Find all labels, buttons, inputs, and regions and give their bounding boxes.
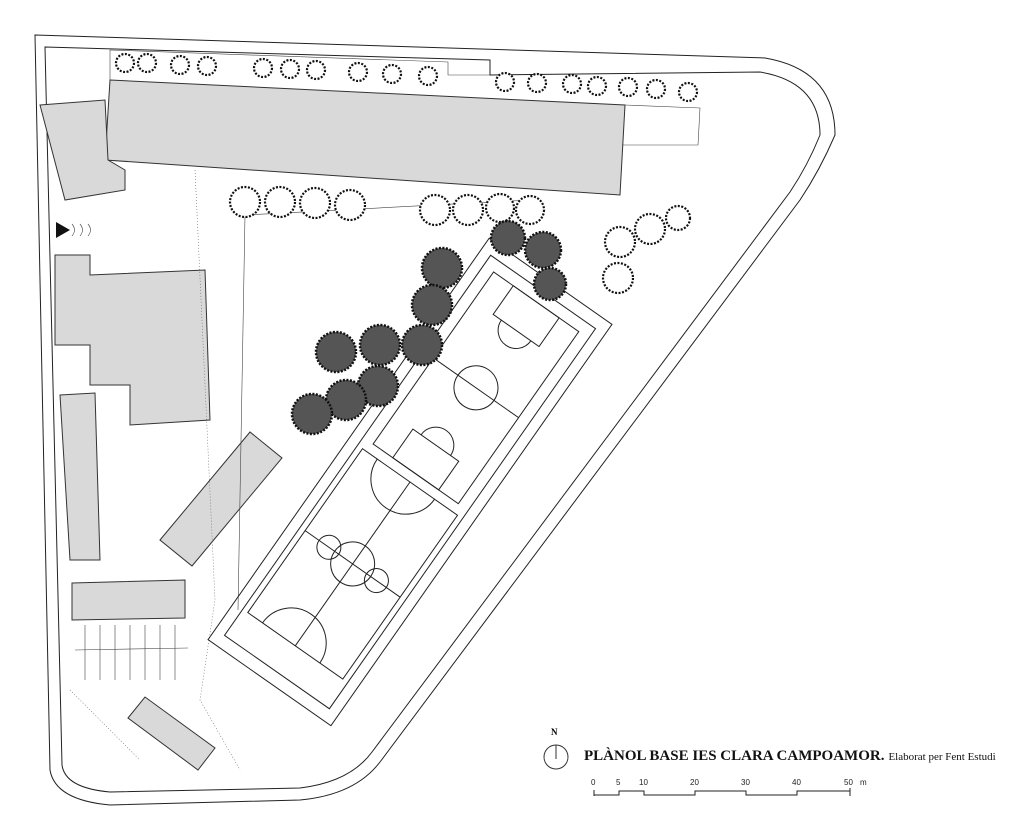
plan-credit: Elaborat per Fent Estudi — [888, 751, 996, 763]
scale-tick: 5 — [616, 778, 621, 787]
entrance-arrow-icon — [56, 222, 70, 238]
north-arrow-icon — [543, 744, 569, 770]
north-label: N — [551, 727, 558, 737]
building-south — [71, 579, 186, 621]
building-west-lower — [59, 392, 101, 561]
plan-title: PLÀNOL BASE IES CLARA CAMPOAMOR.Elaborat… — [584, 748, 996, 765]
building-west — [54, 254, 211, 426]
parking-area — [74, 625, 189, 680]
site-inner-boundary — [44, 46, 821, 793]
scale-tick: 0 — [591, 778, 596, 787]
scale-unit: m — [860, 778, 867, 787]
main-building — [104, 79, 626, 196]
scale-tick: 50 — [844, 778, 853, 787]
scale-tick: 20 — [690, 778, 699, 787]
plan-title-text: PLÀNOL BASE IES CLARA CAMPOAMOR. — [584, 748, 885, 764]
scale-tick: 30 — [741, 778, 750, 787]
site-boundary — [34, 34, 836, 806]
trees — [114, 52, 699, 436]
paths — [69, 49, 701, 771]
building-northwest — [39, 99, 126, 201]
scale-bar: 0 5 10 20 30 40 50 m — [591, 778, 867, 796]
scale-tick: 40 — [792, 778, 801, 787]
building-southwest — [127, 696, 216, 771]
scale-tick: 10 — [639, 778, 648, 787]
building-diagonal — [159, 431, 283, 567]
sports-courts — [207, 237, 613, 727]
